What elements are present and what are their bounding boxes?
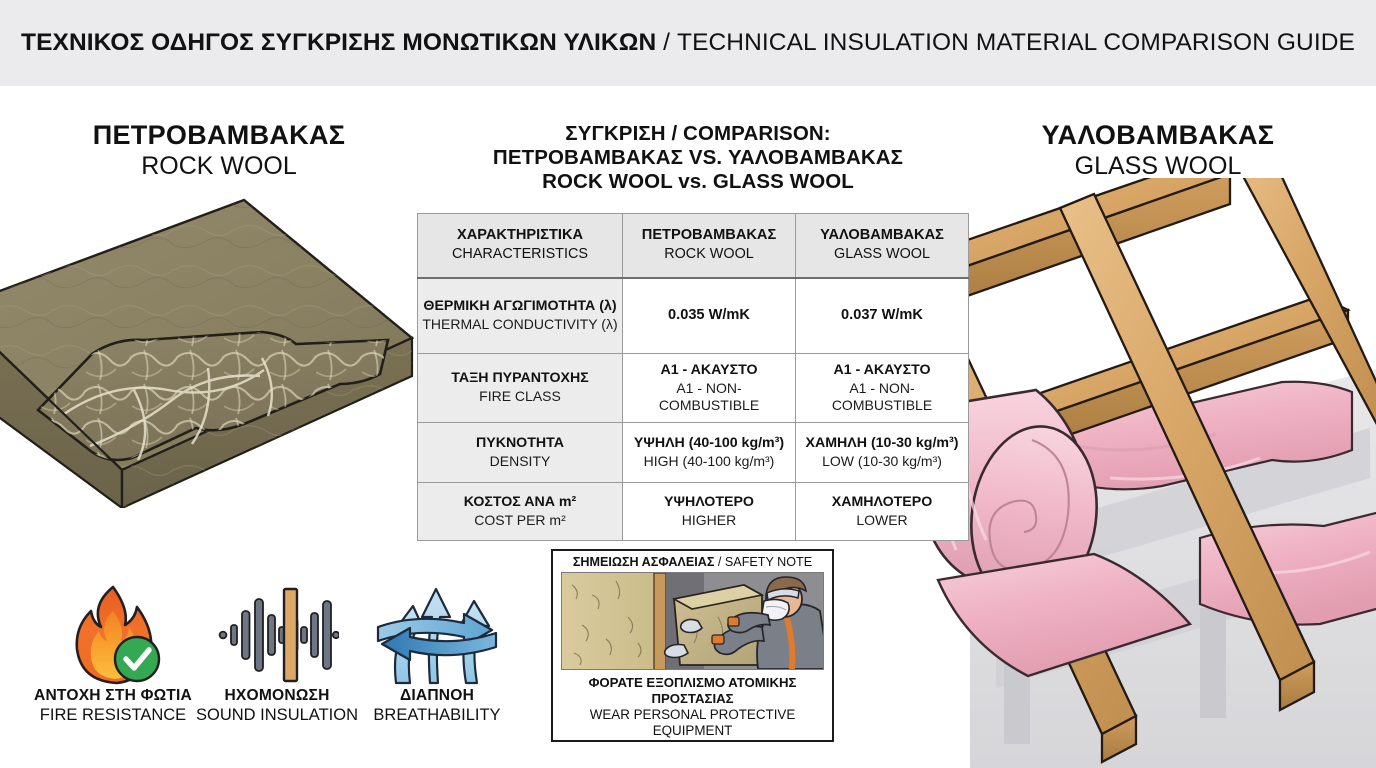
safety-title-greek: ΣΗΜΕΙΩΣΗ ΑΣΦΑΛΕΙΑΣ xyxy=(572,555,715,569)
right-material-title: ΥΑΛΟΒΑΜΒΑΚΑΣ GLASS WOOL xyxy=(958,120,1358,180)
left-title-english: ROCK WOOL xyxy=(141,152,297,181)
comparison-heading-line-3: ROCK WOOL vs. GLASS WOOL xyxy=(542,169,854,193)
header-characteristics-greek: ΧΑΡΑΚΤΗΡΙΣΤΙΚΑ xyxy=(456,227,584,244)
cell-value-english: HIGHER xyxy=(681,511,737,528)
safety-footer-greek: ΦΟΡΑΤΕ ΕΞΟΠΛΙΣΜΟ ΑΤΟΜΙΚΗΣ ΠΡΟΣΤΑΣΙΑΣ xyxy=(588,675,797,706)
glass-wool-illustration xyxy=(900,178,1376,768)
safety-title-separator: / xyxy=(714,555,725,569)
cell-value-greek: ΧΑΜΗΛΟΤΕΡΟ xyxy=(831,493,933,510)
left-material-title: ΠΕΤΡΟΒΑΜΒΑΚΑΣ ROCK WOOL xyxy=(24,120,414,180)
comparison-table: ΧΑΡΑΚΤΗΡΙΣΤΙΚΑ CHARACTERISTICS ΠΕΤΡΟΒΑΜΒ… xyxy=(417,213,969,541)
right-title-english: GLASS WOOL xyxy=(1074,152,1242,181)
safety-note-panel: ΣΗΜΕΙΩΣΗ ΑΣΦΑΛΕΙΑΣ / SAFETY NOTE xyxy=(551,549,834,742)
safety-title-english: SAFETY NOTE xyxy=(724,555,813,569)
cell-value-greek: ΧΑΜΗΛΗ (10-30 kg/m³) xyxy=(805,434,959,451)
table-header-rock-wool: ΠΕΤΡΟΒΑΜΒΑΚΑΣ ROCK WOOL xyxy=(622,213,796,279)
feature-breathability-label-english: BREATHABILITY xyxy=(373,706,501,724)
rock-wool-illustration xyxy=(0,178,414,508)
cell-value-greek: ΥΨΗΛΟΤΕΡΟ xyxy=(664,493,754,510)
cell-glasswool-cost: ΧΑΜΗΛΟΤΕΡΟ LOWER xyxy=(795,481,969,541)
header-rockwool-english: ROCK WOOL xyxy=(664,245,754,262)
feature-sound-label-greek: ΗΧΟΜΟΝΩΣΗ xyxy=(224,687,330,704)
cell-value-greek: 0.037 W/mK xyxy=(841,306,923,323)
row-label-english: DENSITY xyxy=(489,452,551,469)
page-title-separator: / xyxy=(656,29,677,56)
feature-sound-insulation: ΗΧΟΜΟΝΩΣΗ SOUND INSULATION xyxy=(192,582,362,725)
cell-value-english: A1 - NON-COMBUSTIBLE xyxy=(831,380,933,413)
cell-rockwool-cost: ΥΨΗΛΟΤΕΡΟ HIGHER xyxy=(622,481,796,541)
header-rockwool-greek: ΠΕΤΡΟΒΑΜΒΑΚΑΣ xyxy=(641,227,777,244)
row-label-cost-per-m2: ΚΟΣΤΟΣ ΑΝΑ m² COST PER m² xyxy=(417,481,623,541)
comparison-heading-line-1: ΣΥΓΚΡΙΣΗ / COMPARISON: xyxy=(565,122,831,145)
page-title-greek: ΤΕΧΝΙΚΟΣ ΟΔΗΓΟΣ ΣΥΓΚΡΙΣΗΣ ΜΟΝΩΤΙΚΩΝ ΥΛΙΚ… xyxy=(21,29,657,56)
table-row: ΚΟΣΤΟΣ ΑΝΑ m² COST PER m² ΥΨΗΛΟΤΕΡΟ HIGH… xyxy=(417,481,969,541)
cell-value-greek: Α1 - ΑΚΑΥΣΤΟ xyxy=(833,362,931,378)
page-header-band: ΤΕΧΝΙΚΟΣ ΟΔΗΓΟΣ ΣΥΓΚΡΙΣΗΣ ΜΟΝΩΤΙΚΩΝ ΥΛΙΚ… xyxy=(0,0,1376,86)
safety-note-title: ΣΗΜΕΙΩΣΗ ΑΣΦΑΛΕΙΑΣ / SAFETY NOTE xyxy=(553,551,832,572)
row-label-greek: ΘΕΡΜΙΚΗ ΑΓΩΓΙΜΟΤΗΤΑ (λ) xyxy=(423,298,617,315)
row-label-greek: ΤΑΞΗ ΠΥΡΑΝΤΟΧΗΣ xyxy=(451,370,589,387)
cell-rockwool-fire-class: Α1 - ΑΚΑΥΣΤΟ A1 - NON-COMBUSTIBLE xyxy=(622,353,796,423)
table-row: ΠΥΚΝΟΤΗΤΑ DENSITY ΥΨΗΛΗ (40-100 kg/m³) H… xyxy=(417,421,969,483)
cell-glasswool-thermal-conductivity: 0.037 W/mK xyxy=(795,277,969,354)
page-title: ΤΕΧΝΙΚΟΣ ΟΔΗΓΟΣ ΣΥΓΚΡΙΣΗΣ ΜΟΝΩΤΙΚΩΝ ΥΛΙΚ… xyxy=(21,29,1355,57)
feature-sound-label-english: SOUND INSULATION xyxy=(196,706,358,724)
row-label-english: COST PER m² xyxy=(474,511,566,528)
table-row: ΘΕΡΜΙΚΗ ΑΓΩΓΙΜΟΤΗΤΑ (λ) THERMAL CONDUCTI… xyxy=(417,277,969,354)
row-label-density: ΠΥΚΝΟΤΗΤΑ DENSITY xyxy=(417,421,623,483)
cell-value-greek: 0.035 W/mK xyxy=(668,306,750,323)
row-label-greek: ΚΟΣΤΟΣ ΑΝΑ m² xyxy=(463,493,577,510)
cell-value-english: A1 - NON-COMBUSTIBLE xyxy=(658,380,760,413)
cell-value-english: HIGH (40-100 kg/m³) xyxy=(643,452,775,469)
safety-note-illustration xyxy=(561,572,824,670)
comparison-heading-line-2: ΠΕΤΡΟΒΑΜΒΑΚΑΣ VS. ΥΑΛΟΒΑΜΒΑΚΑΣ xyxy=(492,145,904,169)
flame-check-icon xyxy=(28,582,198,687)
cell-glasswool-fire-class: Α1 - ΑΚΑΥΣΤΟ A1 - NON-COMBUSTIBLE xyxy=(795,353,969,423)
feature-fire-label-english: FIRE RESISTANCE xyxy=(39,706,187,724)
row-label-fire-class: ΤΑΞΗ ΠΥΡΑΝΤΟΧΗΣ FIRE CLASS xyxy=(417,353,623,423)
feature-fire-resistance: ΑΝΤΟΧΗ ΣΤΗ ΦΩΤΙΑ FIRE RESISTANCE xyxy=(28,582,198,725)
cell-value-english: LOWER xyxy=(856,511,908,528)
row-label-greek: ΠΥΚΝΟΤΗΤΑ xyxy=(475,434,564,451)
header-glasswool-english: GLASS WOOL xyxy=(834,245,930,262)
right-title-greek: ΥΑΛΟΒΑΜΒΑΚΑΣ xyxy=(1041,120,1275,150)
cell-value-greek: Α1 - ΑΚΑΥΣΤΟ xyxy=(660,362,758,378)
sound-wave-panel-icon xyxy=(192,582,362,687)
cell-glasswool-density: ΧΑΜΗΛΗ (10-30 kg/m³) LOW (10-30 kg/m³) xyxy=(795,421,969,483)
feature-breathability: ΔΙΑΠΝΟΗ BREATHABILITY xyxy=(352,582,522,725)
page-title-english: TECHNICAL INSULATION MATERIAL COMPARISON… xyxy=(677,29,1355,56)
table-header-characteristics: ΧΑΡΑΚΤΗΡΙΣΤΙΚΑ CHARACTERISTICS xyxy=(417,213,623,279)
safety-note-footer: ΦΟΡΑΤΕ ΕΞΟΠΛΙΣΜΟ ΑΤΟΜΙΚΗΣ ΠΡΟΣΤΑΣΙΑΣ WEA… xyxy=(553,670,832,739)
table-header-row: ΧΑΡΑΚΤΗΡΙΣΤΙΚΑ CHARACTERISTICS ΠΕΤΡΟΒΑΜΒ… xyxy=(417,213,969,279)
row-label-english: THERMAL CONDUCTIVITY (λ) xyxy=(422,316,618,333)
comparison-heading: ΣΥΓΚΡΙΣΗ / COMPARISON: ΠΕΤΡΟΒΑΜΒΑΚΑΣ VS.… xyxy=(413,122,983,194)
row-label-thermal-conductivity: ΘΕΡΜΙΚΗ ΑΓΩΓΙΜΟΤΗΤΑ (λ) THERMAL CONDUCTI… xyxy=(417,277,623,354)
cell-value-english: LOW (10-30 kg/m³) xyxy=(822,452,942,469)
table-row: ΤΑΞΗ ΠΥΡΑΝΤΟΧΗΣ FIRE CLASS Α1 - ΑΚΑΥΣΤΟ … xyxy=(417,353,969,423)
air-flow-arrows-icon xyxy=(352,582,522,687)
cell-rockwool-thermal-conductivity: 0.035 W/mK xyxy=(622,277,796,354)
row-label-english: FIRE CLASS xyxy=(479,388,561,405)
header-glasswool-greek: ΥΑΛΟΒΑΜΒΑΚΑΣ xyxy=(820,227,944,244)
feature-fire-label-greek: ΑΝΤΟΧΗ ΣΤΗ ΦΩΤΙΑ xyxy=(34,687,192,704)
safety-footer-english: WEAR PERSONAL PROTECTIVE EQUIPMENT xyxy=(589,707,796,738)
left-title-greek: ΠΕΤΡΟΒΑΜΒΑΚΑΣ xyxy=(92,120,346,150)
cell-value-greek: ΥΨΗΛΗ (40-100 kg/m³) xyxy=(633,434,785,451)
feature-breathability-label-greek: ΔΙΑΠΝΟΗ xyxy=(399,687,475,704)
cell-rockwool-density: ΥΨΗΛΗ (40-100 kg/m³) HIGH (40-100 kg/m³) xyxy=(622,421,796,483)
table-header-glass-wool: ΥΑΛΟΒΑΜΒΑΚΑΣ GLASS WOOL xyxy=(795,213,969,279)
header-characteristics-english: CHARACTERISTICS xyxy=(452,245,588,262)
rock-wool-cutaway xyxy=(36,330,390,462)
